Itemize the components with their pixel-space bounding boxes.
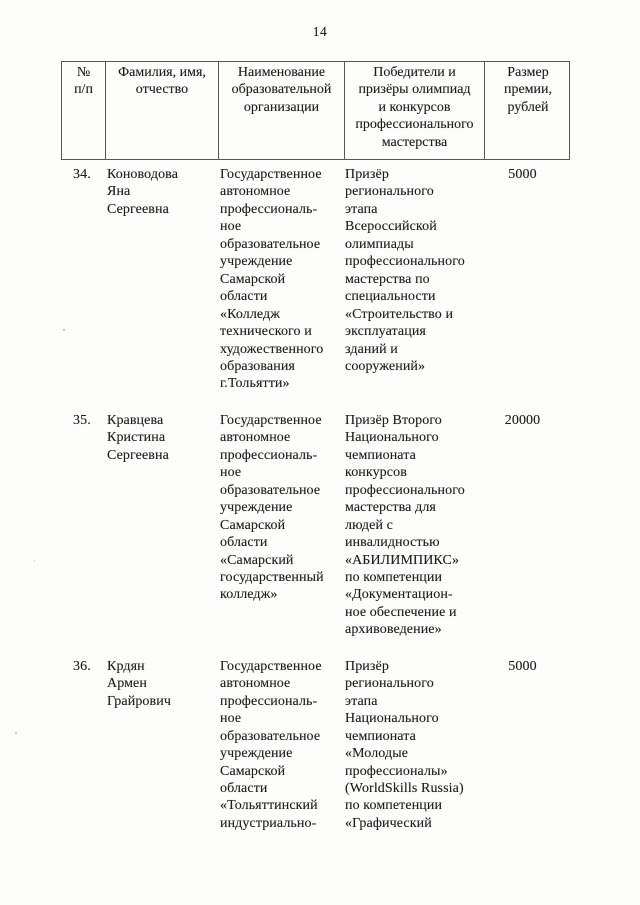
row-name-cell: Кравцева Кристина Сергеевна	[107, 412, 169, 463]
row-organization-cell: Государственное автономное профессиональ…	[220, 167, 324, 392]
page-number: 14	[312, 24, 328, 39]
row-name-cell: Коноводова Яна Сергеевна	[107, 167, 179, 217]
table-header-row: № п/п Фамилия, имя, отчество Наименовани…	[61, 61, 570, 160]
table-row: 35. Кравцева Кристина Сергеевна Государс…	[61, 412, 570, 639]
row-prize-cell: 5000	[508, 167, 537, 182]
row-prize-cell: 20000	[504, 412, 541, 428]
header-cell-num: № п/п	[74, 65, 93, 98]
table-row: 34. Коноводова Яна Сергеевна Государстве…	[61, 166, 570, 393]
row-organization-cell: Государственное автономное профессиональ…	[220, 658, 322, 831]
header-cell-award: Победители и призёры олимпиад и конкурсо…	[344, 62, 484, 159]
header-cell-prize: Размер премии, рублей	[484, 62, 571, 159]
row-number-cell: 35.	[73, 412, 91, 428]
row-prize-cell: 5000	[508, 658, 537, 674]
scan-speck	[34, 560, 35, 561]
row-award-cell: Призёр регионального этапа Национального…	[345, 658, 464, 831]
scan-speck	[15, 732, 17, 734]
table-row: 36. Крдян Армен Грайрович Государственно…	[61, 658, 570, 833]
row-number-cell: 36.	[73, 658, 91, 674]
scan-speck	[63, 329, 65, 331]
header-cell-org: Наименование образовательной организации	[218, 62, 344, 159]
row-award-cell: Призёр Второго Национального чемпионата …	[345, 412, 465, 638]
awards-table: № п/п Фамилия, имя, отчество Наименовани…	[61, 61, 570, 851]
row-award-cell: Призёр регионального этапа Всероссийской…	[345, 167, 465, 374]
table-body: 34. Коноводова Яна Сергеевна Государстве…	[61, 166, 570, 832]
row-name-cell: Крдян Армен Грайрович	[107, 658, 171, 709]
row-organization-cell: Государственное автономное профессиональ…	[220, 412, 324, 603]
row-number-cell: 34.	[73, 167, 91, 182]
header-cell-name: Фамилия, имя, отчество	[105, 62, 218, 159]
